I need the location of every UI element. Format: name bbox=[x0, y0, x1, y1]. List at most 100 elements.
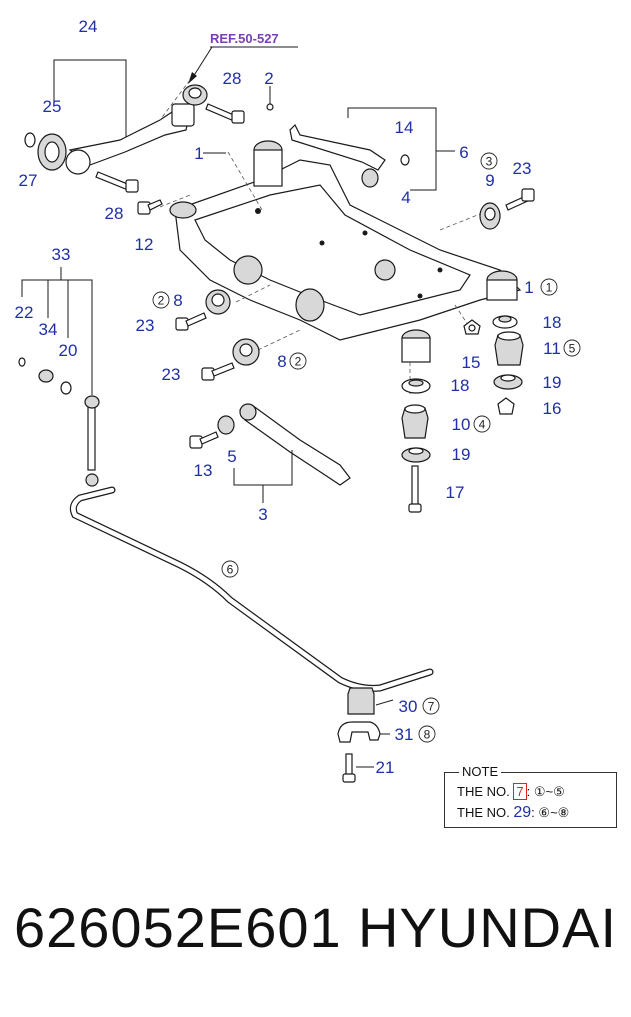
callout-23: 23 bbox=[136, 316, 155, 335]
exploded-parts-diagram: REF.50-527 24 25 27 28 28 2 1 14 6 4 9 2… bbox=[15, 17, 581, 783]
washer-18-top bbox=[492, 315, 518, 329]
callout-16: 16 bbox=[543, 399, 562, 418]
callout-20: 20 bbox=[59, 341, 78, 360]
bolt-12 bbox=[137, 199, 163, 215]
callout-2: 2 bbox=[264, 69, 273, 88]
callout-24: 24 bbox=[79, 17, 98, 36]
svg-text:4: 4 bbox=[479, 418, 486, 432]
callout-11: 11 bbox=[543, 339, 561, 358]
lower-arm bbox=[233, 403, 351, 503]
circled-1: 1 bbox=[540, 278, 558, 296]
callout-1: 1 bbox=[524, 278, 533, 297]
svg-text:5: 5 bbox=[569, 342, 576, 356]
bolt-23-lower bbox=[201, 362, 235, 381]
svg-text:8: 8 bbox=[424, 728, 431, 742]
stabilizer-bar bbox=[69, 486, 434, 692]
callout-14: 14 bbox=[395, 118, 414, 137]
ref-label: REF.50-527 bbox=[210, 31, 279, 46]
callout-23: 23 bbox=[162, 365, 181, 384]
svg-text:3: 3 bbox=[486, 155, 493, 169]
callout-6: 6 bbox=[459, 143, 468, 162]
callout-28: 28 bbox=[223, 69, 242, 88]
nut-15 bbox=[463, 319, 481, 335]
circled-4: 4 bbox=[473, 415, 491, 433]
circled-3: 3 bbox=[480, 152, 498, 170]
note-row-2-tilde: ~ bbox=[550, 805, 558, 820]
part-number: 626052E601 bbox=[14, 896, 342, 959]
svg-text:2: 2 bbox=[158, 294, 165, 308]
callout-30: 30 bbox=[399, 697, 418, 716]
circled-2: 2 bbox=[152, 291, 170, 309]
note-row-1-end: ⑤ bbox=[553, 784, 565, 799]
stabilizer-link-assembly bbox=[18, 267, 100, 487]
callout-8: 8 bbox=[173, 291, 182, 310]
nut-16 bbox=[497, 397, 515, 415]
bar-bracket-31 bbox=[337, 721, 381, 743]
callout-4: 4 bbox=[401, 188, 410, 207]
callout-31: 31 bbox=[395, 725, 414, 744]
callout-18: 18 bbox=[451, 376, 470, 395]
callout-21: 21 bbox=[376, 758, 395, 777]
callout-labels: REF.50-527 24 25 27 28 28 2 1 14 6 4 9 2… bbox=[15, 17, 562, 777]
note-row-1-start: ① bbox=[533, 784, 546, 799]
circled-8: 8 bbox=[418, 725, 436, 743]
washer-19-bottom bbox=[401, 447, 431, 463]
note-title: NOTE bbox=[459, 764, 502, 779]
callout-34: 34 bbox=[39, 320, 58, 339]
bolt-17 bbox=[408, 465, 422, 513]
ref-bushing bbox=[182, 84, 208, 106]
note-row-2-prefix: THE NO. bbox=[457, 805, 510, 820]
svg-text:6: 6 bbox=[227, 563, 234, 577]
bushing-9 bbox=[479, 202, 501, 230]
lateral-arm bbox=[289, 107, 455, 191]
bar-bushing-30 bbox=[347, 687, 375, 715]
svg-text:1: 1 bbox=[546, 281, 553, 295]
crossmember bbox=[169, 140, 522, 363]
bolt-23-upper bbox=[175, 312, 207, 331]
washer-19-top bbox=[493, 374, 523, 390]
callout-22: 22 bbox=[15, 303, 34, 322]
callout-27: 27 bbox=[19, 171, 38, 190]
upper-arm-assembly bbox=[24, 59, 195, 193]
callout-13: 13 bbox=[194, 461, 213, 480]
note-row-1: THE NO. 7: ①~⑤ bbox=[457, 783, 565, 800]
svg-text:2: 2 bbox=[295, 355, 302, 369]
nut-2 bbox=[266, 86, 274, 111]
callout-10: 10 bbox=[452, 415, 471, 434]
washer-18-mid bbox=[401, 378, 431, 394]
callout-5: 5 bbox=[227, 447, 236, 466]
callout-9: 9 bbox=[485, 171, 494, 190]
bolt-13 bbox=[189, 431, 219, 449]
callout-12: 12 bbox=[135, 235, 154, 254]
callout-33: 33 bbox=[52, 245, 71, 264]
leader-lines bbox=[203, 152, 394, 768]
circled-numbers: 3 1 2 2 5 4 6 7 8 bbox=[152, 152, 581, 743]
footer-caption: 626052E601 HYUNDAI bbox=[0, 895, 631, 985]
callout-28: 28 bbox=[105, 204, 124, 223]
note-row-2-number: 29 bbox=[513, 804, 532, 821]
note-row-2-end: ⑧ bbox=[557, 805, 570, 820]
mount-11 bbox=[494, 331, 524, 366]
bolt-28-top bbox=[205, 103, 245, 124]
circled-5: 5 bbox=[563, 339, 581, 357]
callout-15: 15 bbox=[462, 353, 481, 372]
bushing-8-upper bbox=[205, 289, 231, 315]
note-row-2: THE NO. 29: ⑥~⑧ bbox=[457, 804, 569, 822]
mount-10 bbox=[401, 404, 429, 439]
brand-name: HYUNDAI bbox=[357, 896, 617, 959]
callout-8: 8 bbox=[277, 352, 286, 371]
callout-3: 3 bbox=[258, 505, 267, 524]
bolt-23-right bbox=[505, 188, 535, 211]
callout-17: 17 bbox=[446, 483, 465, 502]
note-row-1-prefix: THE NO. bbox=[457, 784, 510, 799]
callout-19: 19 bbox=[452, 445, 471, 464]
bolt-21 bbox=[342, 753, 356, 783]
note-box: NOTE THE NO. 7: ①~⑤ THE NO. 29: ⑥~⑧ bbox=[444, 764, 617, 828]
svg-text:7: 7 bbox=[428, 700, 435, 714]
bushing-5 bbox=[217, 415, 235, 435]
callout-18: 18 bbox=[543, 313, 562, 332]
note-row-1-number: 7 bbox=[513, 783, 527, 800]
note-row-2-start: ⑥ bbox=[538, 805, 551, 820]
bushing-8-lower bbox=[232, 338, 260, 366]
callout-19: 19 bbox=[543, 373, 562, 392]
